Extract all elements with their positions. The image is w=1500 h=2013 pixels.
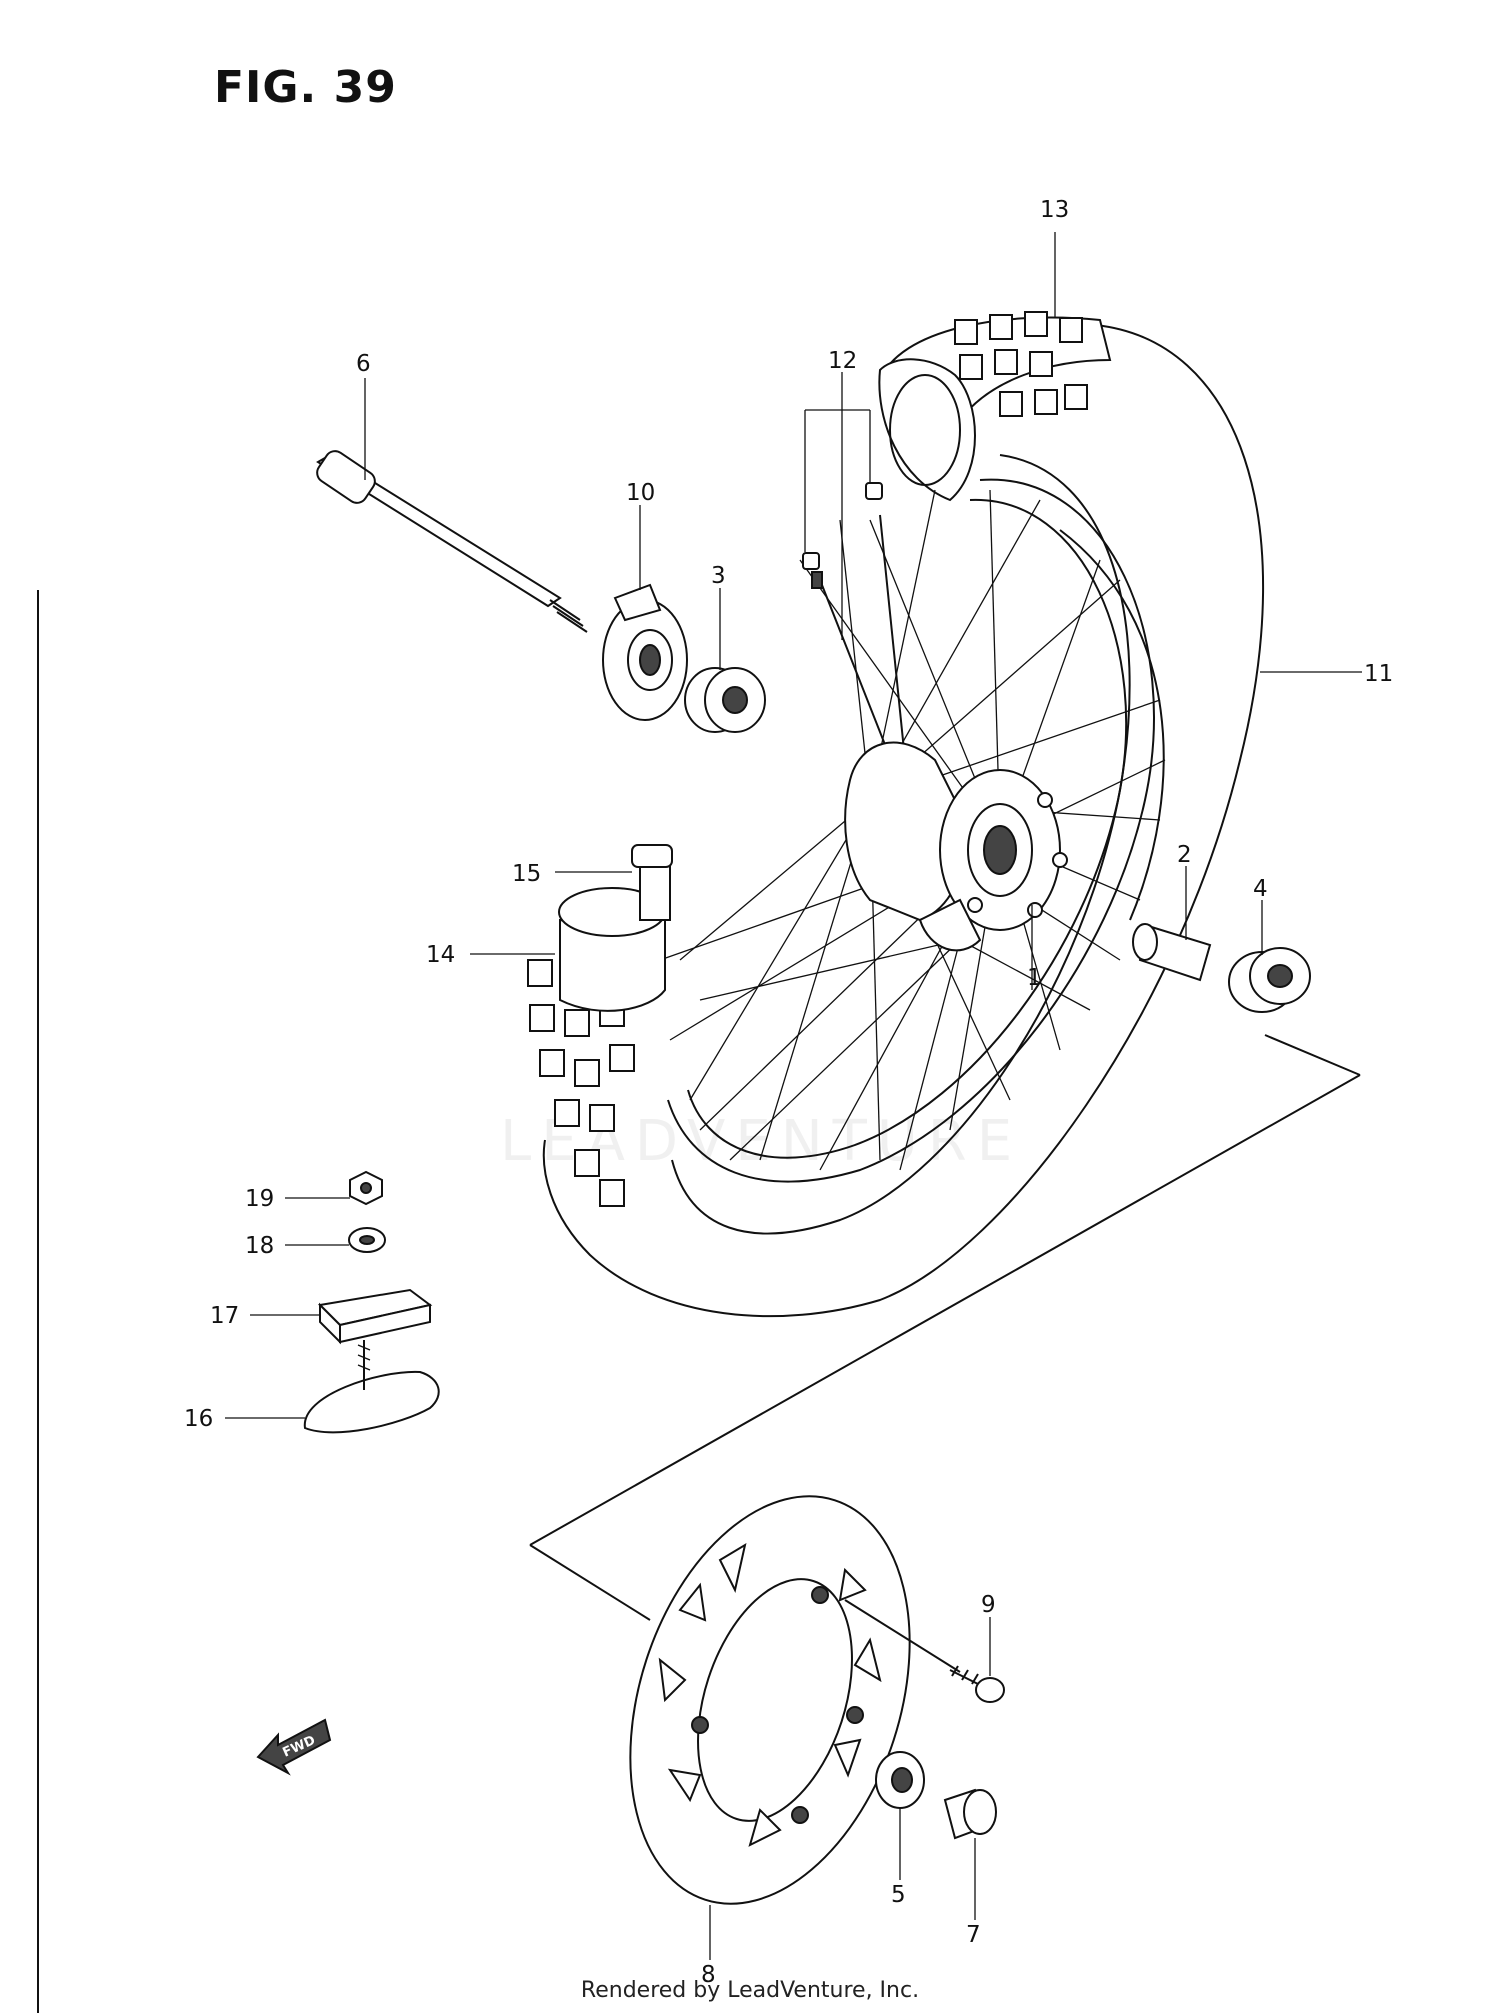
callout-10: 10: [626, 480, 655, 506]
callout-12: 12: [828, 348, 857, 374]
hub: [844, 741, 1068, 952]
callout-3: 3: [711, 563, 726, 589]
tube-and-valve: [558, 844, 673, 1012]
axle-spacer: [943, 1788, 997, 1840]
spacer-2: [1132, 923, 1212, 982]
tire-section: [878, 358, 976, 502]
callout-18: 18: [245, 1233, 274, 1259]
footer-credit: Rendered by LeadVenture, Inc.: [580, 1978, 920, 2003]
callout-13: 13: [1040, 197, 1069, 223]
axle: [316, 450, 588, 633]
callout-14: 14: [426, 942, 455, 968]
bearing-3: [684, 667, 766, 733]
speedometer-gearbox: [602, 583, 688, 721]
callouts: 1 2 3 4 5 6 7 8 9 10 11 12 13 14 15 16 1…: [184, 197, 1393, 1988]
disc-bolt: [949, 1665, 1005, 1703]
rim: [667, 478, 1165, 1183]
bearing-4: [1228, 947, 1311, 1013]
leader-lines: [225, 232, 1362, 1960]
rim-lock-spacer: [317, 1288, 433, 1345]
callout-15: 15: [512, 861, 541, 887]
callout-17: 17: [210, 1303, 239, 1329]
rim-lock-washer: [348, 1227, 386, 1253]
callout-8: 8: [701, 1962, 716, 1988]
brake-disc: [629, 1495, 911, 1905]
callout-1: 1: [1027, 965, 1042, 991]
callout-6: 6: [356, 351, 371, 377]
tire: [527, 311, 1264, 1318]
assembly-lines: [529, 1034, 1361, 1673]
figure-title: FIG. 39: [214, 62, 397, 113]
rim-lock-body: [303, 1340, 440, 1434]
callout-9: 9: [981, 1592, 996, 1618]
callout-5: 5: [891, 1882, 906, 1908]
callout-19: 19: [245, 1186, 274, 1212]
spoke-and-nipple: [802, 482, 906, 771]
rim-lock-nut: [349, 1170, 383, 1206]
callout-16: 16: [184, 1406, 213, 1432]
callout-7: 7: [966, 1922, 981, 1948]
callout-4: 4: [1253, 876, 1268, 902]
fwd-arrow: FWD: [256, 1718, 332, 1776]
callout-11: 11: [1364, 661, 1393, 687]
oil-seal: [875, 1751, 925, 1809]
callout-2: 2: [1177, 842, 1192, 868]
